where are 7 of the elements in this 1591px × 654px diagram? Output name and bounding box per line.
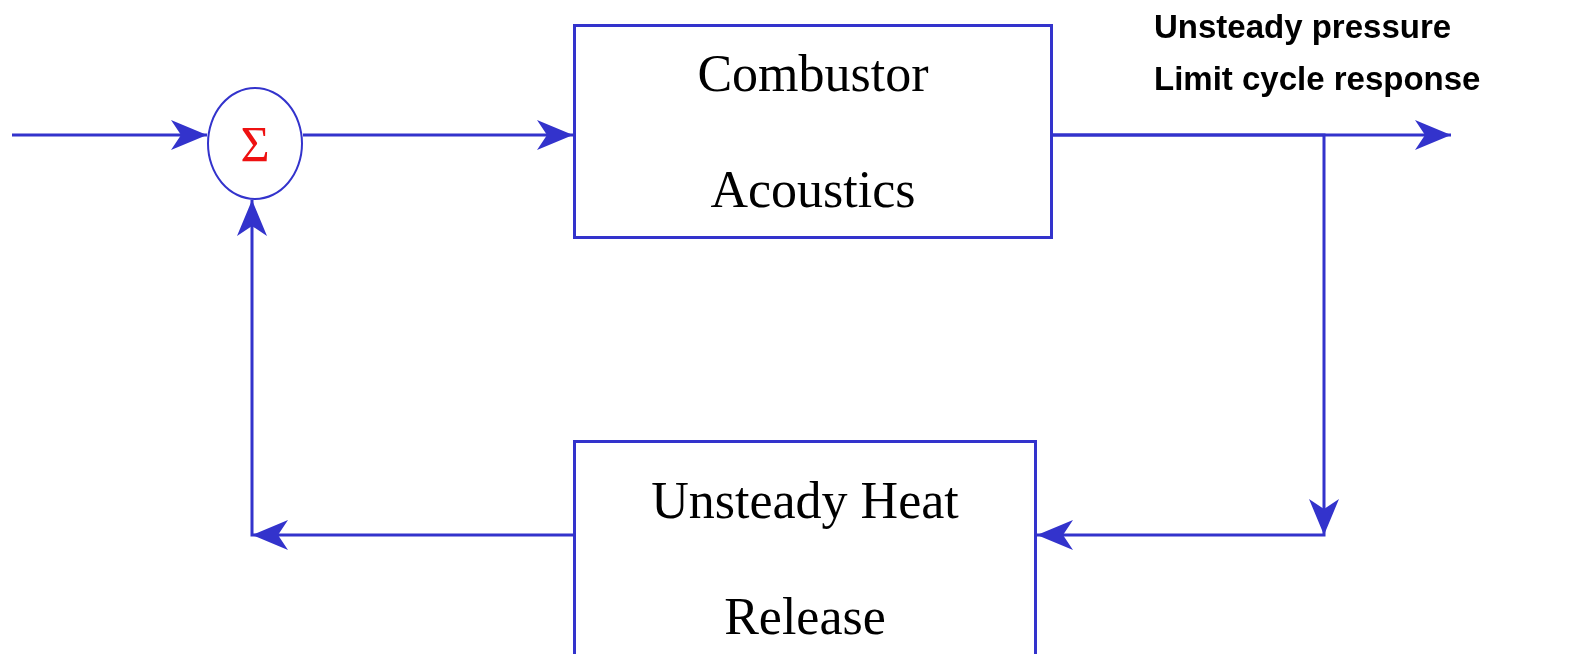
process-box xyxy=(573,440,1037,654)
process-box xyxy=(573,24,1053,239)
signal-label: Limit cycle response xyxy=(1154,60,1481,98)
sum-symbol: Σ xyxy=(240,118,270,169)
signal-label: Unsteady pressure xyxy=(1154,8,1452,46)
block-label: Unsteady Heat Release xyxy=(650,471,960,647)
block-label: Combustor Acoustics xyxy=(696,43,930,220)
